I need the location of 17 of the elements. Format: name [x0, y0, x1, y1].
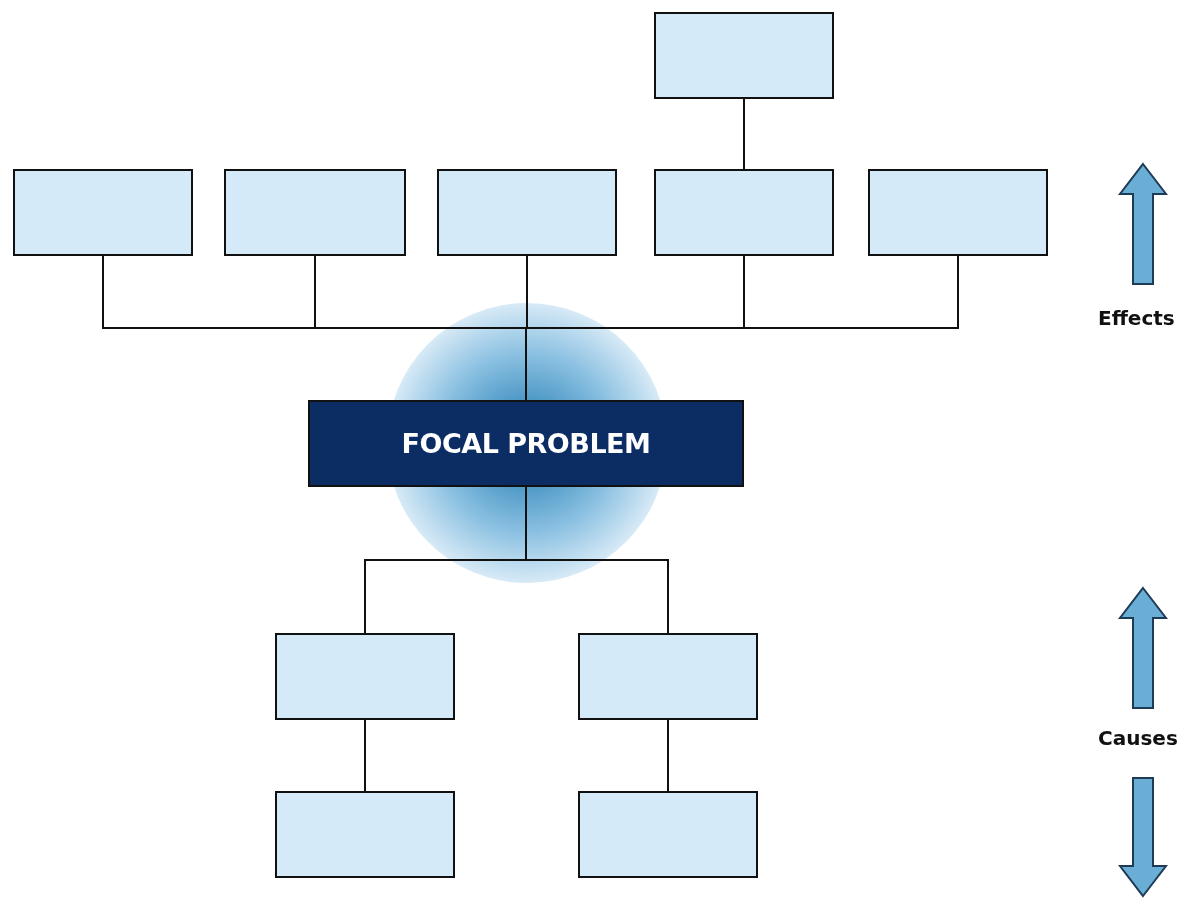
- empty-box: [654, 169, 834, 256]
- connector-line: [364, 719, 366, 792]
- empty-box: [437, 169, 617, 256]
- connector-line: [743, 98, 745, 170]
- empty-box: [275, 633, 455, 720]
- connector-line: [667, 719, 669, 792]
- empty-box: [275, 791, 455, 878]
- problem-title: FOCAL PROBLEM: [401, 428, 651, 459]
- empty-box: [578, 791, 758, 878]
- side-label: Effects: [1098, 306, 1175, 330]
- empty-box: [868, 169, 1048, 256]
- empty-box: [654, 12, 834, 99]
- side-label: Causes: [1098, 726, 1178, 750]
- problem-box: [308, 400, 744, 487]
- empty-box: [578, 633, 758, 720]
- empty-box: [224, 169, 406, 256]
- empty-box: [13, 169, 193, 256]
